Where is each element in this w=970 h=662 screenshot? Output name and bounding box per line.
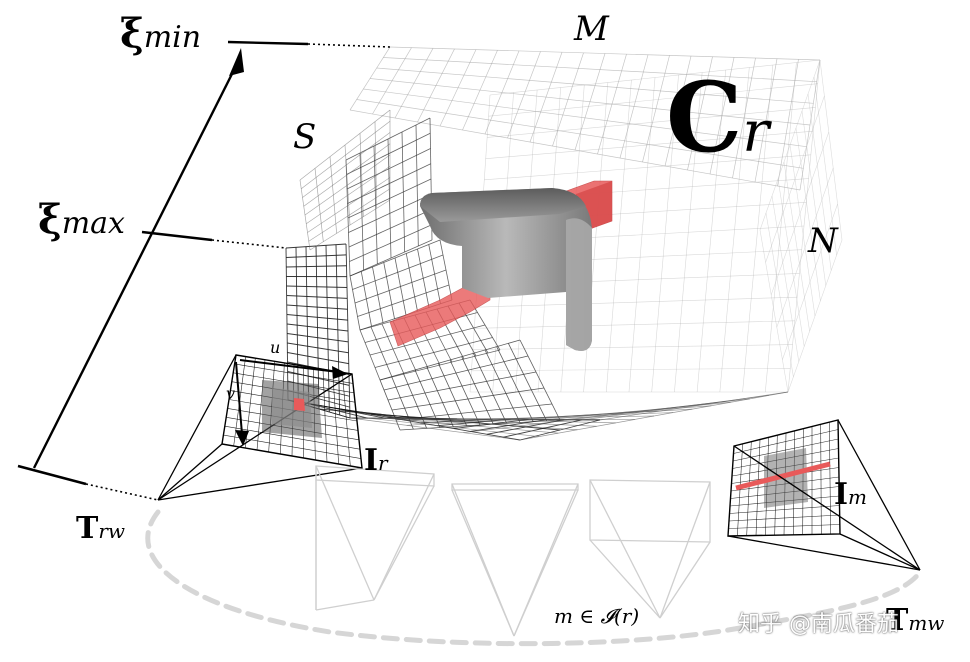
membership-label: m ∈ 𝓘(r): [554, 606, 639, 626]
cost-volume-title: Cr: [666, 70, 769, 166]
watermark: 知乎 @南瓜番茄: [738, 606, 899, 638]
dimension-m-label: M: [574, 12, 609, 46]
depth-axis: [18, 42, 390, 500]
u-axis-label: u: [270, 340, 280, 356]
faint-cameras: [316, 466, 710, 636]
reference-image-label: Ir: [364, 446, 388, 476]
dimension-s-label: S: [293, 120, 316, 154]
arrow-up-icon: [229, 48, 244, 76]
matching-camera-frustum-icon: [728, 420, 920, 570]
xi-max-label: ξmax: [38, 200, 125, 240]
dimension-n-label: N: [808, 224, 838, 258]
reference-camera-frustum-icon: [158, 355, 362, 500]
reference-pose-label: Trw: [76, 514, 125, 544]
v-axis-label: v: [226, 386, 235, 402]
xi-min-label: ξmin: [120, 14, 201, 54]
matching-image-label: Im: [834, 480, 867, 510]
